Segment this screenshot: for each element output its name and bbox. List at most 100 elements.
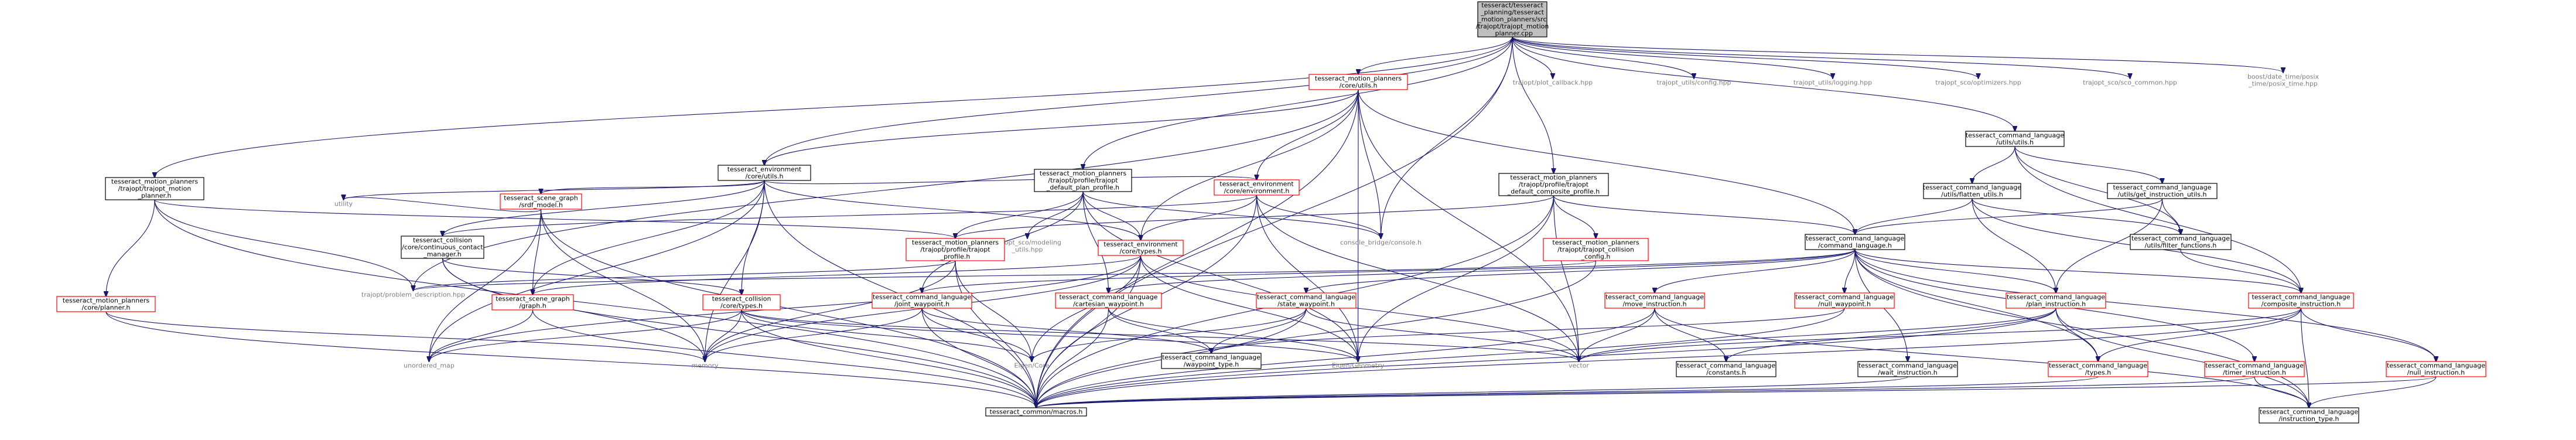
node-label-line: /joint_waypoint.h <box>894 301 949 308</box>
node-eigen-core: Eigen/Core <box>1014 362 1050 370</box>
edge-mp-trajopt-planner-to-problem-description <box>154 199 414 291</box>
edge-core-utils-to-eigen-geometry <box>1358 89 1359 361</box>
edge-move-instruction-to-constants <box>1654 308 1726 361</box>
node-scene-graph-graph[interactable]: tesseract_scene_graph/graph.h <box>491 294 574 311</box>
node-mp-trajopt-planner[interactable]: tesseract_motion_planners/trajopt/trajop… <box>105 177 204 200</box>
node-cl-utils[interactable]: tesseract_command_language/utils/utils.h <box>1965 131 2065 147</box>
node-label-line: tesseract_command_language <box>2049 362 2147 370</box>
edge-core-utils-to-env-core-types <box>1141 89 1359 240</box>
node-state-waypoint[interactable]: tesseract_command_language/state_waypoin… <box>1256 292 1357 309</box>
node-cl-types[interactable]: tesseract_command_language/types.h <box>2048 361 2148 377</box>
edge-root-to-trajopt-sco-optimizers <box>1512 36 1979 79</box>
node-filter-functions[interactable]: tesseract_command_language/utils/filter_… <box>2130 234 2232 250</box>
node-env-core-utils[interactable]: tesseract_environment/core/utils.h <box>718 165 811 181</box>
edge-state-waypoint-to-eigen-core <box>1032 308 1307 361</box>
node-trajopt-sco-common: trajopt_sco/sco_common.hpp <box>2083 79 2177 87</box>
node-label-line: tesseract_motion_planners <box>1552 239 1639 247</box>
node-default-composite-profile[interactable]: tesseract_motion_planners/trajopt/profil… <box>1498 173 1609 196</box>
node-trajopt-profile[interactable]: tesseract_motion_planners/trajopt/profil… <box>906 238 1005 261</box>
node-label-line: /trajopt/trajopt_motion <box>118 185 192 193</box>
node-command-language[interactable]: tesseract_command_language/command_langu… <box>1805 234 1905 250</box>
node-label-line: unordered_map <box>404 362 455 370</box>
edge-core-utils-to-env-core-environment <box>1257 89 1359 180</box>
node-instruction-type[interactable]: tesseract_command_language/instruction_t… <box>2259 407 2359 424</box>
node-label-line: /core/utils.h <box>746 173 784 180</box>
node-box <box>401 236 484 259</box>
node-label-line: _manager.h <box>423 251 461 258</box>
node-null-instruction[interactable]: tesseract_command_language/null_instruct… <box>2386 361 2486 377</box>
node-label-line: /state_waypoint.h <box>1277 301 1335 308</box>
node-collision-contact-manager[interactable]: tesseract_collision/core/continuous_cont… <box>401 236 484 259</box>
node-box <box>1098 240 1184 256</box>
edge-root-to-trajopt-utils-logging <box>1512 36 1833 79</box>
node-plot-callback: trajopt/plot_callback.hpp <box>1513 79 1593 87</box>
edge-cl-utils-to-get-instruction-utils <box>2014 146 2162 183</box>
node-label-line: /core/types.h <box>720 302 763 310</box>
edge-default-plan-profile-to-trajopt-sco-modeling <box>1027 191 1084 238</box>
node-label-line: tesseract_collision <box>712 295 771 303</box>
node-label-line: /core/planner.h <box>82 304 131 312</box>
node-core-utils[interactable]: tesseract_motion_planners/core/utils.h <box>1309 74 1408 90</box>
edge-wait-instruction-to-macros <box>1036 376 1908 408</box>
edge-state-waypoint-to-waypoint-type <box>1211 308 1307 353</box>
node-label-line: tesseract_motion_planners <box>1510 174 1597 182</box>
node-label-line: tesseract_command_language <box>1677 362 1775 370</box>
node-box <box>500 193 582 210</box>
edge-command-language-to-null-waypoint <box>1844 249 1856 293</box>
node-box <box>702 294 781 311</box>
node-box <box>56 296 156 312</box>
node-label-line: /types.h <box>2085 369 2112 377</box>
edge-env-core-types-to-unordered-map <box>429 255 1142 361</box>
node-box <box>1965 131 2065 147</box>
node-timer-instruction[interactable]: tesseract_command_language/timer_instruc… <box>2204 361 2305 377</box>
edge-command-language-to-composite-instruction <box>1854 249 2301 293</box>
node-label-line: _utils.hpp <box>1011 246 1043 254</box>
edge-composite-instruction-to-null-instruction <box>2300 308 2437 361</box>
nodes-layer: tesseract/tesseract_planning/tesseract_m… <box>56 1 2486 424</box>
node-env-core-environment[interactable]: tesseract_environment/core/environment.h <box>1214 179 1300 196</box>
edge-core-utils-to-vector <box>1358 89 1579 361</box>
node-label-line: console_bridge/console.h <box>1340 239 1422 247</box>
edge-root-to-macros <box>1036 36 1513 408</box>
edge-env-core-types-to-macros <box>1036 255 1142 408</box>
node-move-instruction[interactable]: tesseract_command_language/move_instruct… <box>1604 292 1705 309</box>
node-default-plan-profile[interactable]: tesseract_motion_planners/trajopt/profil… <box>1034 169 1132 192</box>
node-label-line: trajopt/problem_description.hpp <box>361 291 465 299</box>
node-label-line: /timer_instruction.h <box>2223 369 2286 377</box>
node-box <box>1857 361 1958 377</box>
node-wait-instruction[interactable]: tesseract_command_language/wait_instruct… <box>1857 361 1958 377</box>
node-plan-instruction[interactable]: tesseract_command_language/plan_instruct… <box>2006 292 2106 309</box>
node-env-core-types[interactable]: tesseract_environment/core/types.h <box>1098 240 1184 256</box>
node-label-line: Eigen/Geometry <box>1332 362 1385 370</box>
node-macros[interactable]: tesseract_common/macros.h <box>985 407 1087 417</box>
edge-composite-instruction-to-cl-types <box>2098 308 2302 361</box>
node-label-line: _motion_planners/src <box>1477 16 1546 23</box>
edge-root-to-plot-callback <box>1512 36 1553 79</box>
node-joint-waypoint[interactable]: tesseract_command_language/joint_waypoin… <box>872 292 972 309</box>
node-mp-core-planner[interactable]: tesseract_motion_planners/core/planner.h <box>56 296 156 312</box>
node-label-line: /null_waypoint.h <box>1818 301 1871 308</box>
node-collision-core-types[interactable]: tesseract_collision/core/types.h <box>702 294 781 311</box>
node-composite-instruction[interactable]: tesseract_command_language/composite_ins… <box>2248 292 2354 309</box>
node-cartesian-waypoint[interactable]: tesseract_command_language/cartesian_way… <box>1055 292 1162 309</box>
node-label-line: /command_language.h <box>1818 242 1892 250</box>
node-box <box>105 177 204 200</box>
edge-core-utils-to-console-bridge <box>1358 89 1381 238</box>
edge-trajopt-profile-to-memory <box>705 260 956 361</box>
edge-cl-utils-to-filter-functions <box>2014 146 2181 234</box>
node-collision-config[interactable]: tesseract_motion_planners/trajopt/trajop… <box>1543 238 1649 261</box>
edge-move-instruction-to-instruction-type <box>1654 308 2309 408</box>
node-boost-posix: boost/date_time/posix_time/posix_time.hp… <box>2247 73 2319 88</box>
node-label-line: tesseract_environment <box>1103 241 1178 248</box>
node-label-line: /trajopt/trajopt_collision <box>1557 246 1634 254</box>
node-waypoint-type[interactable]: tesseract_command_language/waypoint_type… <box>1161 353 1262 369</box>
edge-env-core-environment-to-eigen-geometry <box>1256 195 1358 361</box>
node-label-line: tesseract_scene_graph <box>496 295 569 303</box>
node-scene-graph-srdf[interactable]: tesseract_scene_graph/srdf_model.h <box>500 193 582 210</box>
node-box <box>1805 234 1905 250</box>
node-get-instruction-utils[interactable]: tesseract_command_language/utils/get_ins… <box>2107 183 2218 199</box>
node-constants[interactable]: tesseract_command_language/constants.h <box>1676 361 1776 377</box>
node-flatten-utils[interactable]: tesseract_command_language/utils/flatten… <box>1923 183 2021 199</box>
node-null-waypoint[interactable]: tesseract_command_language/null_waypoint… <box>1794 292 1895 309</box>
